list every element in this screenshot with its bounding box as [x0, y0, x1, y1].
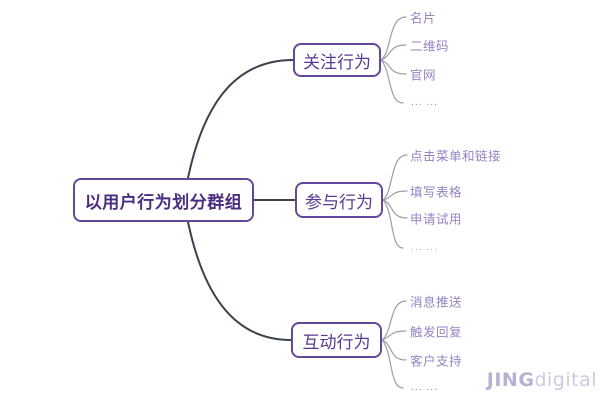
branch-node-label: 关注行为 [303, 52, 371, 73]
leaf-node[interactable]: 点击菜单和链接 [410, 148, 502, 164]
leaf-node[interactable]: 官网 [410, 67, 437, 83]
connector-branch2-leaf2 [382, 190, 408, 201]
leaf-node[interactable]: 填写表格 [410, 184, 463, 200]
leaf-node[interactable]: 二维码 [410, 38, 450, 54]
connector-branch1-leaf3 [380, 59, 407, 75]
branch-node-engage-behavior[interactable]: 参与行为 [295, 182, 383, 218]
connector-branch3-leaf3 [381, 339, 407, 361]
leaf-node-ellipsis[interactable]: ... ... [411, 383, 439, 393]
connector-root-to-branch-3 [187, 221, 292, 341]
connector-branch1-leaf4 [380, 59, 404, 104]
leaf-node[interactable]: 名片 [410, 10, 437, 26]
connector-branch1-leaf1 [380, 16, 407, 61]
leaf-node-ellipsis[interactable]: ... ... [411, 98, 439, 108]
branch-node-label: 互动行为 [302, 332, 371, 353]
connector-branch1-leaf2 [380, 44, 407, 61]
leaf-node[interactable]: 消息推送 [410, 294, 463, 310]
connector-branch2-leaf3 [382, 199, 408, 219]
leaf-node[interactable]: 触发回复 [410, 324, 463, 340]
connector-branch2-leaf4 [382, 199, 404, 249]
leaf-node[interactable]: 客户支持 [410, 353, 463, 369]
connector-branch2-leaf1 [382, 154, 408, 201]
root-node[interactable]: 以用户行为划分群组 [73, 178, 254, 222]
connector-branch3-leaf4 [381, 339, 404, 389]
connector-branch3-leaf1 [381, 300, 407, 341]
connector-branch3-leaf2 [381, 330, 407, 341]
leaf-node[interactable]: 申请试用 [410, 211, 463, 227]
root-node-label: 以用户行为划分群组 [84, 192, 243, 213]
brand-watermark: JINGdigital [487, 369, 597, 391]
connector-root-to-branch-1 [187, 59, 294, 179]
brand-watermark-bold: JING [486, 369, 535, 391]
branch-node-follow-behavior[interactable]: 关注行为 [293, 43, 381, 77]
leaf-node-ellipsis[interactable]: ... ... [411, 243, 439, 253]
brand-watermark-light: digital [534, 369, 597, 391]
branch-node-interact-behavior[interactable]: 互动行为 [291, 322, 382, 358]
branch-node-label: 参与行为 [305, 192, 373, 213]
